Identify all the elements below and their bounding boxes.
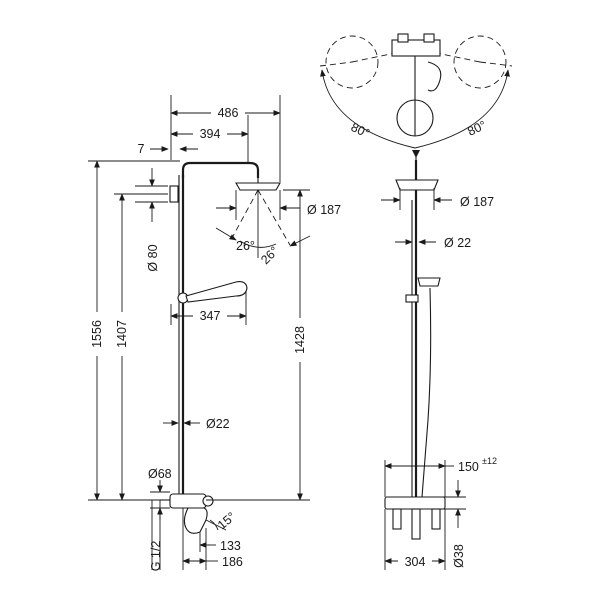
- label-a80-left: 80°: [349, 120, 372, 141]
- shower-arm: [181, 161, 260, 178]
- hand-shower: [185, 281, 248, 303]
- front-thermostat: [384, 496, 446, 510]
- label-394: 394: [200, 127, 221, 141]
- label-1428: 1428: [293, 326, 307, 354]
- label-304: 304: [405, 555, 426, 569]
- handle-curve: [427, 61, 442, 92]
- label-a15: 15°: [215, 509, 238, 532]
- label-d187-side: Ø 187: [307, 203, 341, 217]
- front-slider: [405, 294, 419, 303]
- label-486: 486: [218, 106, 239, 120]
- label-d80: Ø 80: [146, 244, 160, 271]
- thermostat-body: [169, 493, 207, 509]
- left-swivel-circle: [325, 35, 379, 89]
- label-d187-front: Ø 187: [460, 195, 494, 209]
- wall-bracket-top: [169, 185, 179, 203]
- label-7: 7: [138, 142, 145, 156]
- bath-spout: [183, 507, 208, 534]
- label-133: 133: [220, 539, 241, 553]
- spray-line-right: [257, 189, 291, 246]
- label-d22-side: Ø22: [206, 417, 230, 431]
- label-347: 347: [200, 309, 221, 323]
- side-view: [160, 161, 291, 534]
- front-view-dimensions: Ø 187 Ø 22 150 ±12 Ø38 304: [381, 188, 497, 570]
- label-g12: G 1/2: [149, 541, 163, 572]
- label-1407: 1407: [115, 320, 129, 348]
- hose: [421, 287, 432, 498]
- label-d68: Ø68: [148, 467, 172, 481]
- front-spout: [411, 508, 421, 540]
- front-knob-left: [392, 508, 402, 530]
- top-plan-view: 80° 80°: [319, 33, 513, 149]
- label-186: 186: [222, 555, 243, 569]
- control-knob: [202, 495, 214, 507]
- right-swivel-circle: [453, 35, 507, 89]
- label-1556: 1556: [90, 320, 104, 348]
- label-a26-1: 26°: [236, 239, 255, 253]
- label-d22-front: Ø 22: [444, 236, 471, 250]
- overhead-shower-head: [235, 182, 281, 191]
- label-150: 150: [458, 460, 479, 474]
- front-view: [384, 150, 446, 540]
- label-a80-right: 80°: [465, 118, 488, 139]
- front-hand-shower: [417, 277, 441, 287]
- spray-line-left: [231, 189, 259, 239]
- top-marker: [412, 150, 420, 158]
- rotation-arc: [320, 69, 510, 149]
- label-150-tolerance: ±12: [482, 456, 497, 466]
- label-d38: Ø38: [452, 544, 466, 568]
- front-knob-right: [431, 508, 441, 530]
- side-view-dimensions: 486 394 7 Ø 80 1556 1407 1428: [88, 95, 341, 571]
- wall-mount-plan: [391, 39, 441, 57]
- front-shower-head: [395, 179, 439, 191]
